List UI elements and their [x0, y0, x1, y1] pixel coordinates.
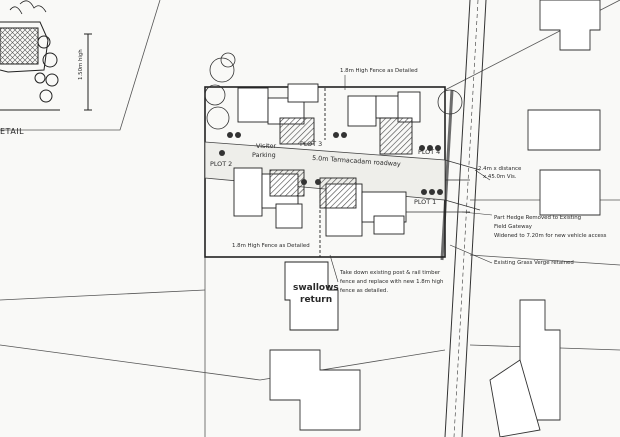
house-name-2: return	[300, 295, 333, 305]
plot-3-label: PLOT 3	[300, 140, 323, 148]
main-road	[400, 0, 487, 437]
plot-1-house	[319, 177, 407, 237]
house-name-1: swallows	[293, 283, 339, 293]
visibility-label-1: 2.4m x distance	[478, 166, 522, 172]
fence-detail-sketch	[0, 0, 92, 111]
visibility-label-2: x 45.0m Vis.	[483, 174, 517, 180]
plot-4-house	[347, 91, 421, 155]
parking-bays	[219, 132, 443, 195]
plot-2-label: PLOT 2	[210, 160, 233, 168]
hedge-label-2: Field Gateway	[494, 224, 532, 230]
verge-label: Existing Grass Verge retained	[494, 260, 574, 266]
hedge-label-3: Widened to 7.20m for new vehicle access	[494, 233, 607, 239]
hedge-label-1: Part Hedge Removed to Existing	[494, 215, 582, 221]
detail-label: ETAIL	[0, 127, 25, 136]
plot-4-label: PLOT 4	[418, 148, 441, 156]
plot-1-label: PLOT 1	[414, 198, 437, 206]
takedown-label-2: fence and replace with new 1.8m high	[340, 279, 444, 285]
visitor-parking-label-2: Parking	[252, 151, 276, 159]
plot-3-house	[237, 83, 319, 145]
height-note: 1.50m high	[78, 49, 84, 80]
fence-bottom-label: 1.8m High Fence as Detailed	[232, 243, 310, 249]
takedown-label-3: fence as detailed.	[340, 288, 389, 294]
visitor-parking-label-1: Visitor	[256, 142, 277, 150]
neighbour-house-swallows-return	[284, 261, 339, 331]
fence-top-label: 1.8m High Fence as Detailed	[340, 68, 418, 74]
neighbour-buildings	[269, 0, 601, 437]
visibility-splay	[444, 159, 481, 211]
trees	[204, 52, 463, 130]
annotation-leaders	[329, 75, 493, 283]
takedown-label-1: Take down existing post & rail timber	[340, 270, 441, 276]
plot-2-house	[233, 167, 305, 229]
